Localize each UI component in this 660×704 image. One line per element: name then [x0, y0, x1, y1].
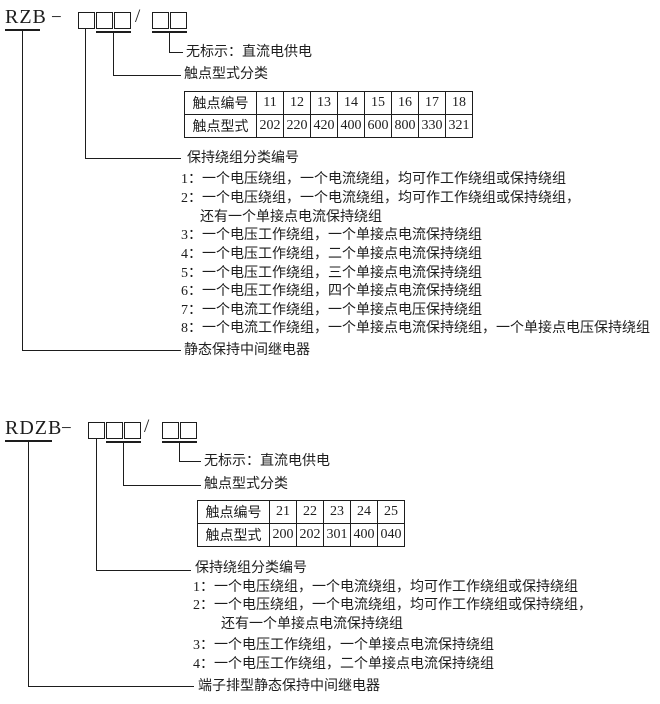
rzb-dash: −	[51, 7, 62, 28]
rdzb-model-code: RDZB	[5, 417, 63, 439]
contact-type: 040	[377, 523, 405, 547]
device-name-label: 端子排型静态保持中间继电器	[198, 679, 380, 694]
power-supply-label: 无标示：直流电供电	[204, 454, 330, 469]
winding-item: 8：一个电流工作绕组，一个单接点电流保持绕组，一个单接点电压保持绕组	[181, 321, 650, 336]
contact-code: 22	[296, 500, 324, 524]
contact-type: 330	[418, 114, 446, 138]
rzb-contact-table: 触点编号 11 12 13 14 15 16 17 18 触点型式 202 22…	[184, 91, 473, 138]
device-name-label: 静态保持中间继电器	[184, 343, 310, 358]
contact-type-header: 触点型式	[197, 523, 270, 547]
contact-type: 420	[310, 114, 338, 138]
connector-line	[22, 31, 23, 350]
contact-type: 321	[445, 114, 473, 138]
winding-item-continuation: 还有一个单接点电流保持绕组	[221, 617, 403, 632]
power-supply-label: 无标示：直流电供电	[186, 45, 312, 60]
connector-line	[96, 439, 97, 570]
winding-class-label: 保持绕组分类编号	[187, 151, 299, 166]
contact-code-header: 触点编号	[184, 91, 257, 115]
connector-line	[179, 461, 201, 462]
digit-box	[180, 422, 197, 439]
connector-line	[96, 570, 191, 571]
winding-item: 1：一个电压绕组，一个电流绕组，均可作工作绕组或保持绕组	[193, 580, 578, 595]
contact-code: 21	[269, 500, 297, 524]
winding-item: 2：一个电压绕组，一个电流绕组，均可作工作绕组或保持绕组，	[181, 191, 580, 206]
connector-line	[113, 31, 114, 75]
contact-type-label: 触点型式分类	[184, 67, 268, 82]
contact-code-header: 触点编号	[197, 500, 270, 524]
contact-code: 11	[256, 91, 284, 115]
contact-type: 200	[269, 523, 297, 547]
contact-code: 13	[310, 91, 338, 115]
connector-line	[113, 75, 181, 76]
contact-type-label: 触点型式分类	[204, 477, 288, 492]
contact-type-header: 触点型式	[184, 114, 257, 138]
connector-line	[123, 441, 124, 485]
connector-line	[169, 31, 170, 52]
rzb-model-code: RZB	[5, 6, 47, 28]
digit-box	[152, 12, 169, 29]
connector-line	[28, 441, 29, 686]
connector-line	[22, 350, 181, 351]
digit-box	[124, 422, 141, 439]
contact-code-row: 触点编号 21 22 23 24 25	[197, 500, 405, 524]
contact-code: 25	[377, 500, 405, 524]
connector-line	[28, 686, 194, 687]
contact-type: 600	[364, 114, 392, 138]
digit-box	[78, 12, 95, 29]
contact-code: 12	[283, 91, 311, 115]
connector-line	[85, 29, 86, 158]
digit-box	[162, 422, 179, 439]
contact-type: 400	[350, 523, 378, 547]
connector-line	[85, 158, 181, 159]
digit-box	[88, 422, 105, 439]
contact-type-row: 触点型式 202 220 420 400 600 800 330 321	[184, 114, 473, 138]
winding-item: 5：一个电压工作绕组，三个单接点电流保持绕组	[181, 266, 482, 281]
contact-type: 800	[391, 114, 419, 138]
rdzb-contact-table: 触点编号 21 22 23 24 25 触点型式 200 202 301 400…	[197, 500, 405, 547]
winding-item: 3：一个电压工作绕组，一个单接点电流保持绕组	[193, 638, 494, 653]
rzb-slash: /	[135, 6, 141, 27]
rzb-model-underline	[5, 29, 40, 31]
winding-class-label: 保持绕组分类编号	[195, 561, 307, 576]
contact-code: 23	[323, 500, 351, 524]
digit-box	[114, 12, 131, 29]
digit-box	[106, 422, 123, 439]
rdzb-slash: /	[144, 416, 150, 437]
digit-box	[96, 12, 113, 29]
contact-type: 220	[283, 114, 311, 138]
contact-code: 15	[364, 91, 392, 115]
winding-item: 1：一个电压绕组，一个电流绕组，均可作工作绕组或保持绕组	[181, 172, 566, 187]
rdzb-dash: −	[61, 418, 72, 439]
contact-code: 16	[391, 91, 419, 115]
winding-item: 2：一个电压绕组，一个电流绕组，均可作工作绕组或保持绕组，	[193, 598, 592, 613]
winding-item: 4：一个电压工作绕组，二个单接点电流保持绕组	[193, 657, 494, 672]
connector-line	[123, 485, 201, 486]
contact-code: 18	[445, 91, 473, 115]
winding-item: 7：一个电流工作绕组，一个单接点电压保持绕组	[181, 303, 482, 318]
contact-code: 24	[350, 500, 378, 524]
contact-type: 301	[323, 523, 351, 547]
digit-box	[170, 12, 187, 29]
contact-type: 202	[256, 114, 284, 138]
winding-item: 4：一个电压工作绕组，二个单接点电流保持绕组	[181, 247, 482, 262]
connector-line	[179, 441, 180, 461]
winding-item-continuation: 还有一个单接点电流保持绕组	[200, 210, 382, 225]
contact-code: 14	[337, 91, 365, 115]
winding-item: 3：一个电压工作绕组，一个单接点电流保持绕组	[181, 228, 482, 243]
contact-type: 202	[296, 523, 324, 547]
winding-item: 6：一个电压工作绕组，四个单接点电流保持绕组	[181, 284, 482, 299]
contact-code: 17	[418, 91, 446, 115]
contact-type: 400	[337, 114, 365, 138]
contact-type-row: 触点型式 200 202 301 400 040	[197, 523, 405, 547]
connector-line	[169, 52, 183, 53]
contact-code-row: 触点编号 11 12 13 14 15 16 17 18	[184, 91, 473, 115]
